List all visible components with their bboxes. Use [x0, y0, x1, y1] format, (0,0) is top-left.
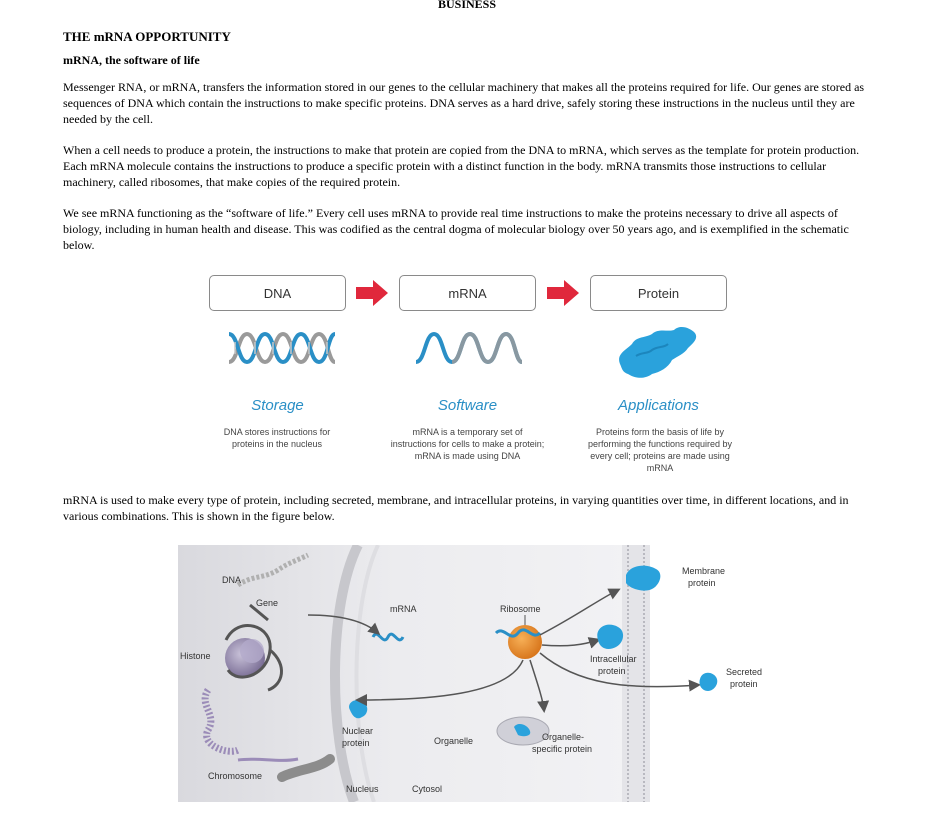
label-secreted-protein-1: Secreted	[726, 667, 762, 677]
applications-description: Proteins form the basis of life by perfo…	[587, 427, 733, 473]
label-organelle-protein-2: specific protein	[532, 744, 592, 754]
label-secreted-protein-2: protein	[730, 679, 758, 689]
label-dna: DNA	[222, 575, 241, 585]
label-chromosome: Chromosome	[208, 771, 262, 781]
protein-box: Protein	[590, 275, 727, 311]
paragraph-2: When a cell needs to produce a protein, …	[63, 143, 860, 189]
label-ribosome: Ribosome	[500, 604, 541, 614]
dna-box: DNA	[209, 275, 346, 311]
storage-caption: Storage	[251, 397, 304, 414]
protein-blob-icon	[619, 326, 697, 378]
label-cytosol: Cytosol	[412, 784, 442, 794]
dna-helix-icon	[228, 331, 336, 365]
label-mrna: mRNA	[390, 604, 417, 614]
applications-caption: Applications	[618, 397, 699, 414]
label-gene: Gene	[256, 598, 278, 608]
label-organelle: Organelle	[434, 736, 473, 746]
arrow-right-icon	[547, 280, 579, 306]
label-membrane-protein-1: Membrane	[682, 566, 725, 576]
label-intracellular-protein-2: protein	[598, 666, 626, 676]
page-subtitle: mRNA, the software of life	[63, 53, 200, 67]
cell-protein-figure: DNA Gene Histone Chromosome mRNA Ribosom…	[178, 545, 802, 802]
storage-description: DNA stores instructions for proteins in …	[223, 427, 331, 449]
label-histone: Histone	[180, 651, 211, 661]
paragraph-3: We see mRNA functioning as the “software…	[63, 206, 849, 252]
label-intracellular-protein-1: Intracellular	[590, 654, 637, 664]
paragraph-1: Messenger RNA, or mRNA, transfers the in…	[63, 80, 865, 126]
label-organelle-protein-1: Organelle-	[542, 732, 584, 742]
label-membrane-protein-2: protein	[688, 578, 716, 588]
software-description: mRNA is a temporary set of instructions …	[390, 427, 545, 461]
software-caption: Software	[437, 397, 498, 414]
section-header: BUSINESS	[437, 0, 497, 11]
label-nucleus: Nucleus	[346, 784, 379, 794]
mrna-box: mRNA	[399, 275, 536, 311]
page-title: THE mRNA OPPORTUNITY	[63, 29, 231, 44]
paragraph-4: mRNA is used to make every type of prote…	[63, 493, 849, 523]
label-nuclear-protein-2: protein	[342, 738, 370, 748]
mrna-strand-icon	[415, 331, 523, 365]
arrow-right-icon	[356, 280, 388, 306]
label-nuclear-protein-1: Nuclear	[342, 726, 373, 736]
